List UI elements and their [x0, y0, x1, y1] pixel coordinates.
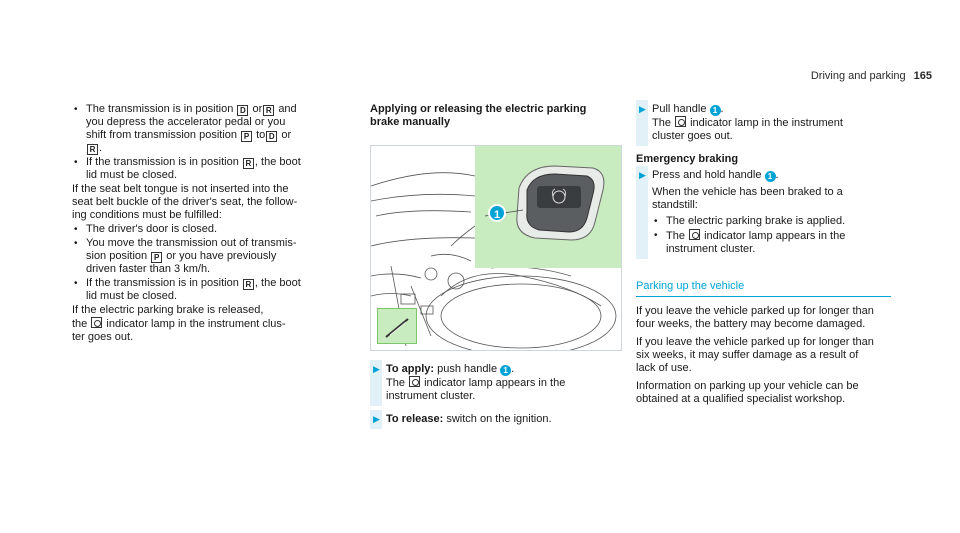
parking-brake-icon	[91, 317, 103, 328]
page-header: Driving and parking 165	[811, 70, 932, 83]
p-symbol: P	[151, 252, 163, 263]
d-symbol: D	[237, 105, 249, 116]
callout-number-1: 1	[488, 204, 506, 222]
parking-brake-illustration: 1	[370, 145, 622, 351]
step-pull-handle: ▶ Pull handle 1. The indicator lamp in t…	[636, 100, 891, 146]
parking-brake-icon	[689, 229, 701, 240]
callout-number-1: 1	[709, 105, 721, 116]
r-symbol: R	[263, 105, 275, 116]
bullet-move-transmission: You move the transmission out of transmi…	[72, 237, 337, 276]
callout-number-1: 1	[500, 365, 512, 376]
step-press-hold: ▶ Press and hold handle 1. When the vehi…	[636, 166, 891, 259]
section-title-parking-up: Parking up the vehicle	[636, 280, 891, 297]
handle-detail-drawing	[484, 165, 605, 241]
paragraph-information: Information on parking up your vehicle c…	[636, 380, 859, 405]
page-number: 165	[913, 70, 932, 82]
paragraph-six-weeks: If you leave the vehicle parked up for l…	[636, 336, 874, 374]
bullet-transmission-r-boot: If the transmission is in position R, th…	[72, 156, 337, 182]
paragraph-seat-belt: If the seat belt tongue is not inserted …	[72, 183, 298, 221]
bullet-brake-applied: The electric parking brake is applied.	[652, 215, 891, 228]
r-symbol: R	[242, 279, 254, 290]
bullet-transmission-r-boot-2: If the transmission is in position R, th…	[72, 277, 337, 303]
d-symbol: D	[266, 131, 278, 142]
column-middle: Applying or releasing the electric parki…	[370, 103, 622, 436]
paragraph-brake-released: If the electric parking brake is release…	[72, 304, 286, 343]
step-apply: ▶ To apply: push handle 1. The indicator…	[370, 360, 620, 406]
column-left: The transmission is in position D orR an…	[72, 103, 337, 345]
bullet-door-closed: The driver's door is closed.	[72, 223, 337, 236]
callout-number-1: 1	[764, 171, 776, 182]
step-arrow-icon: ▶	[373, 414, 380, 424]
step-release: ▶ To release: switch on the ignition.	[370, 410, 620, 429]
p-symbol: P	[241, 131, 253, 142]
bullet-transmission-d-r: The transmission is in position D orR an…	[72, 103, 337, 155]
handle-location-box	[377, 308, 417, 344]
step-arrow-icon: ▶	[639, 104, 646, 114]
bullet-indicator-appears: The indicator lamp appears in the instru…	[652, 229, 891, 256]
heading-apply-release: Applying or releasing the electric parki…	[370, 103, 587, 128]
step-arrow-icon: ▶	[639, 170, 646, 180]
paragraph-four-weeks: If you leave the vehicle parked up for l…	[636, 305, 874, 330]
r-symbol: R	[87, 144, 98, 155]
parking-brake-icon	[409, 376, 421, 387]
heading-emergency-braking: Emergency braking	[636, 153, 739, 165]
section-title: Driving and parking	[810, 70, 906, 82]
column-right: ▶ Pull handle 1. The indicator lamp in t…	[636, 100, 891, 407]
parking-brake-icon	[675, 116, 687, 127]
r-symbol: R	[242, 158, 254, 169]
cockpit-drawing	[371, 172, 617, 350]
step-arrow-icon: ▶	[373, 364, 380, 374]
